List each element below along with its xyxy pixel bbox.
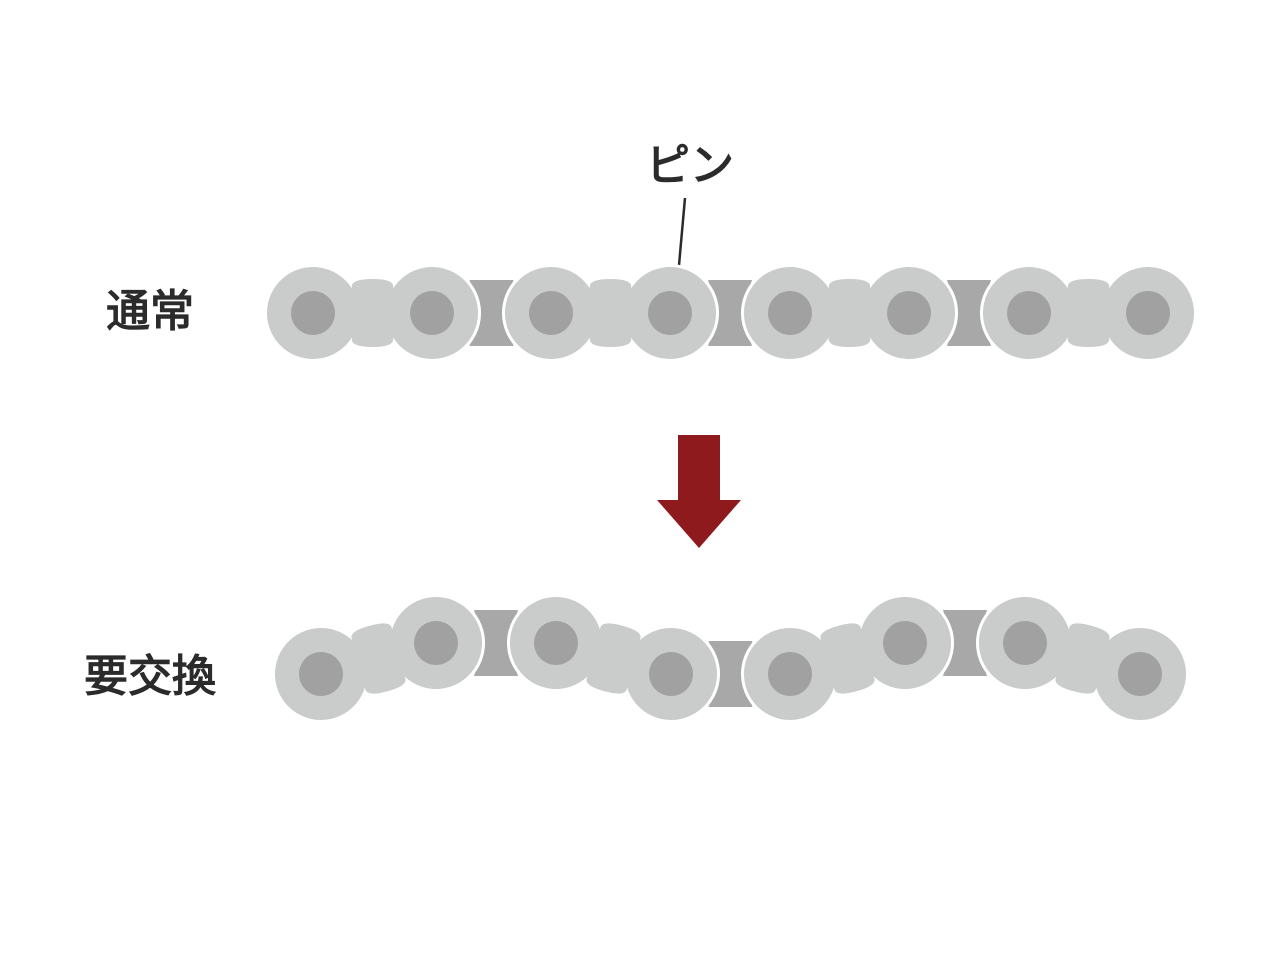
chain-pin (414, 621, 458, 665)
worn-chain (272, 594, 1189, 723)
chain-link-plate (980, 264, 1197, 362)
chain-link-plate (264, 264, 481, 362)
chain-link-plate (741, 264, 958, 362)
chain-pin (768, 652, 812, 696)
chain-pin (1126, 291, 1170, 335)
pin-label: ピン (646, 140, 734, 191)
inner-plate-gap (474, 610, 518, 676)
chain-pin (768, 291, 812, 335)
chain-pin (534, 621, 578, 665)
chain-pin (410, 291, 454, 335)
chain-pin (299, 652, 343, 696)
chain-pin (887, 291, 931, 335)
inner-plate-gap (947, 280, 991, 346)
normal-label: 通常 (106, 286, 194, 337)
chain-pin (649, 652, 693, 696)
inner-plate-gap (469, 280, 514, 346)
chain-pin (1003, 621, 1047, 665)
chain-pin (1007, 291, 1051, 335)
inner-plate-gap (943, 610, 987, 676)
chain-pin (529, 291, 573, 335)
down-arrow-icon (657, 435, 741, 548)
inner-plate-gap (708, 641, 753, 707)
replace-label: 要交換 (84, 651, 217, 702)
chain-pin (1118, 652, 1162, 696)
chain-pin (291, 291, 335, 335)
normal-chain (264, 264, 1197, 362)
chain-pin (883, 621, 927, 665)
inner-plate-gap (708, 280, 752, 346)
chain-pin (648, 291, 692, 335)
chain-link-plate (502, 264, 719, 362)
